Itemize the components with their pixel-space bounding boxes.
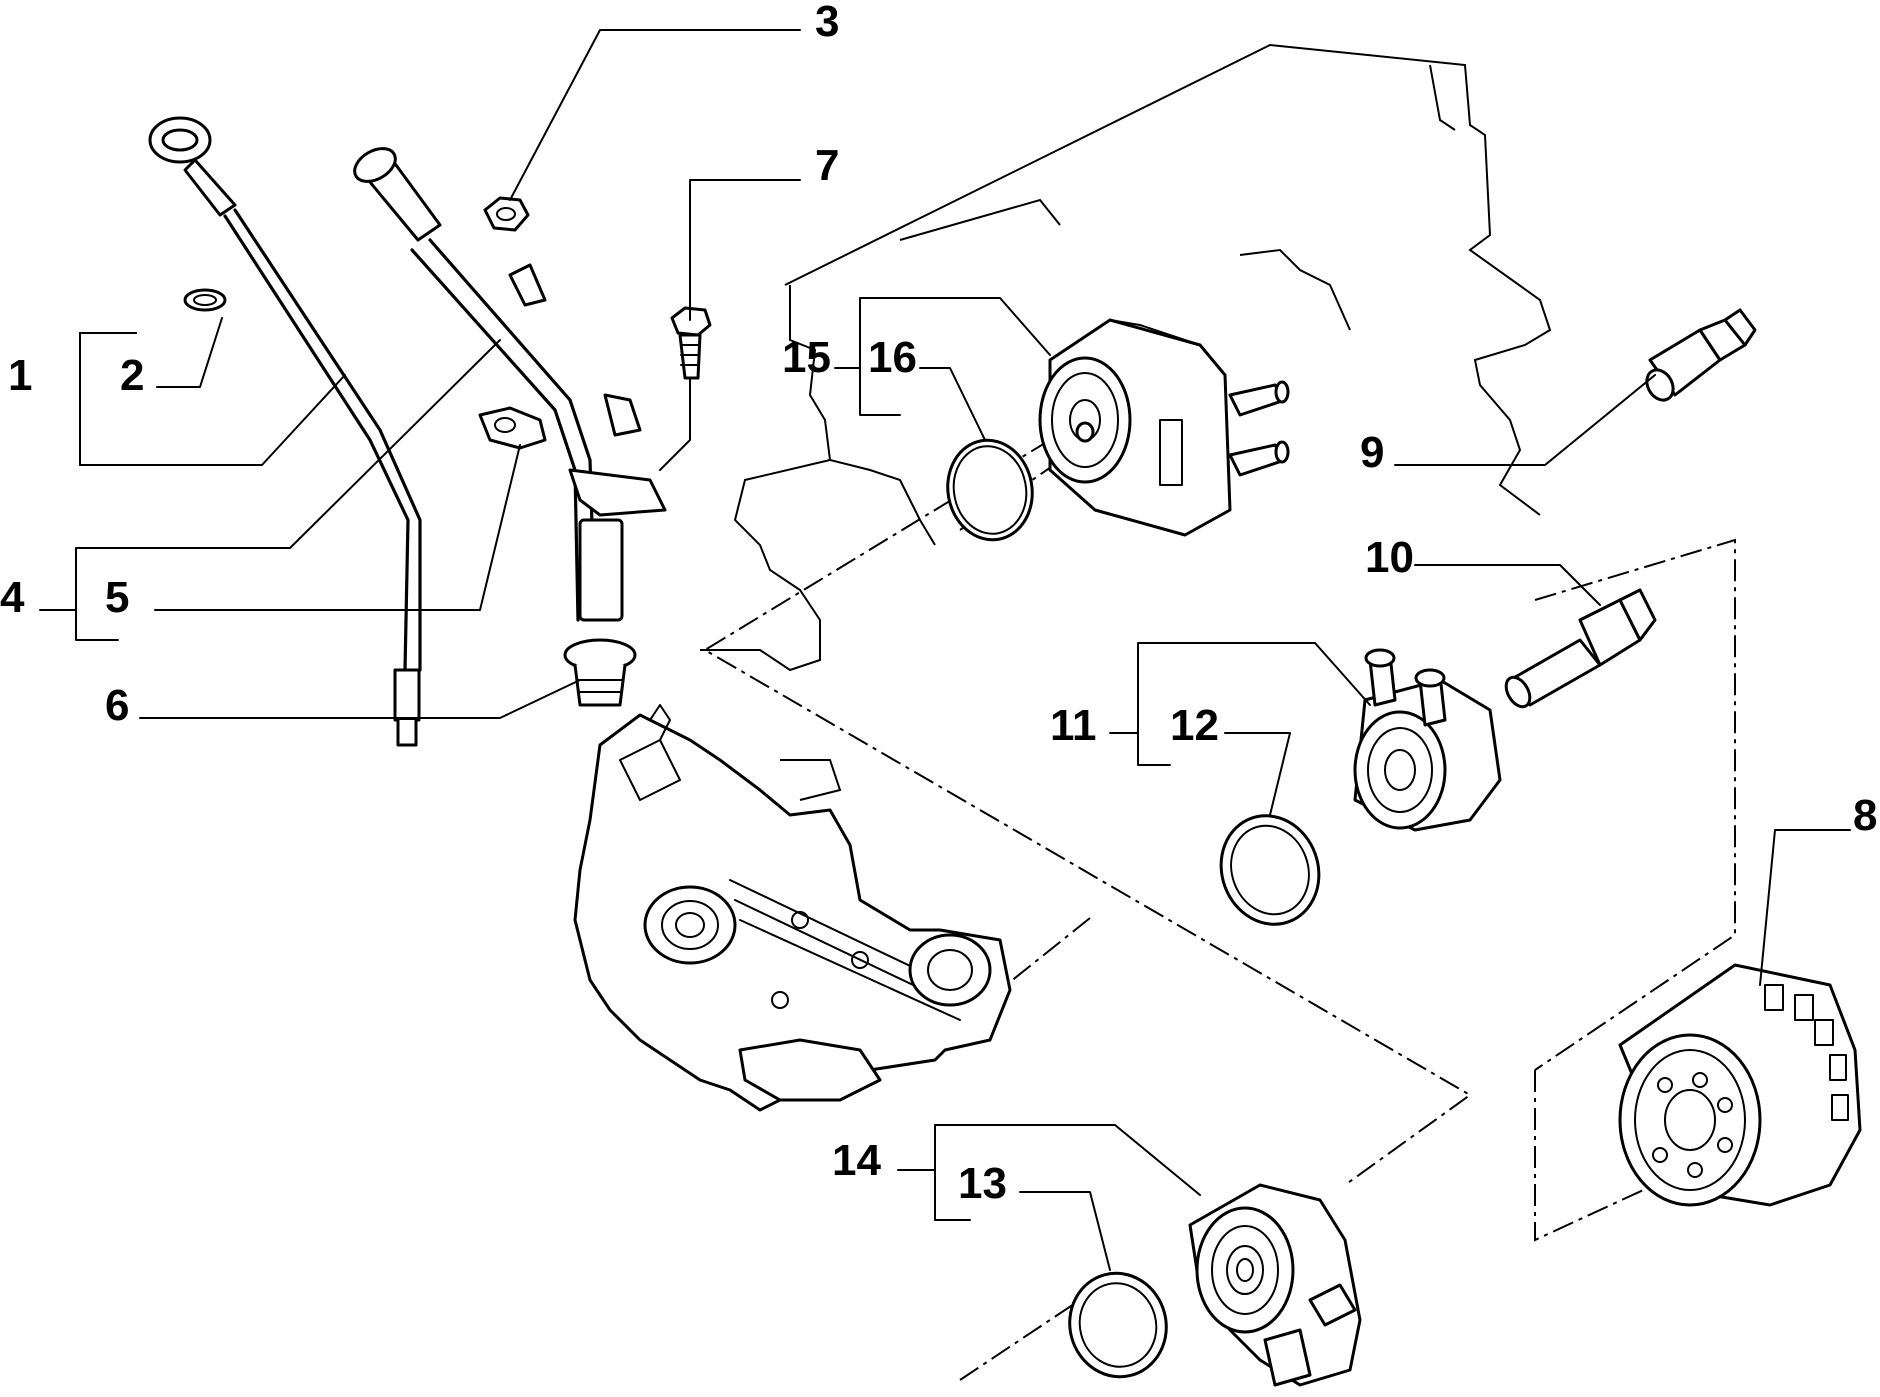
callout-4: 4 [0,573,25,622]
callout-9: 9 [1360,428,1384,477]
callout-13: 13 [958,1159,1007,1208]
pressure-switch-icon [1645,308,1757,402]
oil-cooler-small [1353,648,1502,832]
callout-6: 6 [105,681,129,730]
washer-icon [183,288,227,312]
dipstick [148,116,422,747]
seal-ring-13-icon [1068,1271,1168,1379]
bolt-icon [670,306,712,380]
guide-tube [353,147,667,622]
o-ring-icon [946,438,1034,542]
oil-cooler-large [1038,318,1290,537]
engine-block-outline [700,43,1552,801]
nut-icon [483,196,530,232]
callout-8: 8 [1853,791,1877,840]
callout-7: 7 [815,141,839,190]
callout-15: 15 [782,333,831,382]
callout-1: 1 [8,351,32,400]
callout-labels: 1 2 3 4 5 6 7 8 9 10 11 12 13 14 15 16 [0,0,1877,1208]
leader-lines [39,29,1851,1271]
oil-filter-icon [1618,963,1862,1207]
grommet-icon [563,638,637,707]
callout-2: 2 [120,351,144,400]
hollow-union-icon [1504,588,1657,709]
callout-12: 12 [1170,701,1219,750]
callout-16: 16 [868,333,917,382]
pump-housing [573,704,1012,1112]
callout-3: 3 [815,0,839,46]
callout-10: 10 [1365,533,1414,582]
callout-5: 5 [105,573,129,622]
seal-ring-icon [1219,814,1321,926]
clamp-icon [478,406,547,450]
callout-11: 11 [1050,701,1097,750]
filter-support-icon [1188,1183,1362,1387]
callout-14: 14 [832,1136,881,1185]
